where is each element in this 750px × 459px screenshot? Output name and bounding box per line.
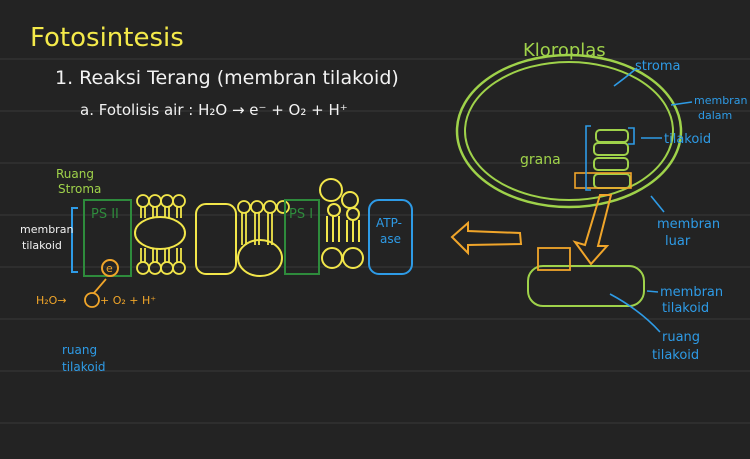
label-membran: membran [20,223,73,236]
label-ruang-stroma-1: Ruang [56,167,94,181]
lipid-bilayer-1 [136,194,186,275]
zoomed-highlight [537,247,571,271]
grana-stack [593,129,631,189]
grana-bracket [585,125,591,191]
atpase-label-1: ATP- [376,216,402,230]
ps2-label: PS II [91,207,119,222]
membran-luar-arrow [650,195,665,213]
label-ruang: ruang [62,343,97,357]
membrane-bracket [71,207,78,273]
label-membran-luar-1: membran [657,217,720,232]
photosystem-1-box [284,199,320,275]
label-membran-dalam-2: dalam [698,109,732,122]
label-stroma: stroma [635,59,681,74]
zoomed-thylakoid [527,265,645,307]
label-membran-tilakoid-2: tilakoid [662,301,709,316]
label-membran-luar-2: luar [665,234,691,249]
protein-block [195,203,237,275]
membran-tilakoid-arrow [646,290,659,293]
label-ruang-tilakoid-1: ruang [662,330,700,345]
label-tilakoid-grana: tilakoid [664,132,711,147]
tilakoid-bracket [628,127,635,145]
zoom-arrow-icon [450,220,523,256]
reaction-h2o: H₂O→ [36,294,67,307]
label-tilakoid-space: tilakoid [62,360,106,374]
label-ruang-stroma-2: Stroma [58,182,101,196]
label-ruang-tilakoid-2: tilakoid [652,348,699,363]
membran-dalam-arrow [670,101,693,106]
reaction-products: + O₂ + H⁺ [100,294,156,307]
section-heading: 1. Reaksi Terang (membran tilakoid) [55,67,399,89]
chloroplast-outer-membrane [455,53,683,209]
protein-cytochrome [134,216,186,250]
zoom-down-arrow-icon [572,194,613,266]
label-membran-tilakoid-1: membran [660,285,723,300]
ruled-lines [0,58,750,424]
page-title: Fotosintesis [30,23,184,53]
electron-arrow [93,278,107,294]
lipid-bilayer-2 [237,200,290,245]
ps1-label: PS I [289,207,313,222]
subsection-heading: a. Fotolisis air : H₂O → e⁻ + O₂ + H⁺ [80,101,348,119]
atpase-box [368,199,413,275]
chloroplast-inner-membrane [464,61,674,201]
electron-circle-2 [84,292,100,308]
stroma-arrow [613,67,638,87]
label-membran-dalam-1: membran [694,94,747,107]
grana-highlight [574,172,632,189]
ruang-tilakoid-arrow [609,293,661,333]
electron-circle [101,259,119,277]
atpase-label-2: ase [380,232,401,246]
atp-synthase-head [319,178,364,269]
electron-label: e [106,262,113,275]
label-tilakoid: tilakoid [22,239,62,252]
protein-oval [237,239,283,277]
label-grana: grana [520,152,561,168]
